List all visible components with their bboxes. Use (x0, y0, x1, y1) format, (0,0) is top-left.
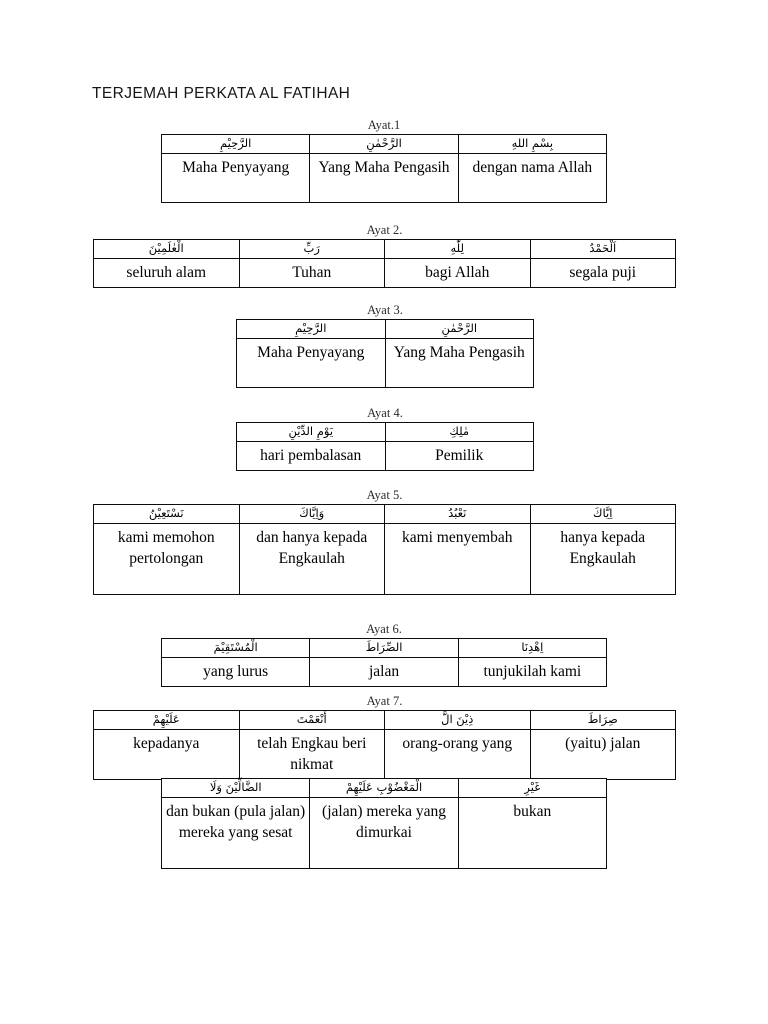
ayat-label-3: Ayat 3. (367, 303, 403, 317)
table-row: Maha Penyayang Yang Maha Pengasih (236, 338, 534, 388)
arabic-cell: بِسْمِ اللهِ (457, 134, 608, 154)
ayat-table-1: الرَّحِيْمِ الرَّحْمٰنِ بِسْمِ اللهِ Mah… (160, 134, 608, 203)
table-row: kami memohon pertolongan dan hanya kepad… (93, 523, 676, 595)
arabic-cell: غَيْرِ (457, 778, 608, 798)
translation-cell: dan bukan (pula jalan) mereka yang sesat (160, 797, 311, 869)
ayat-table-7a: عَلَيْهِمْ أَنْعَمْتَ ذِيْنَ الَّ صِرَاط… (93, 710, 676, 780)
arabic-cell: رَبِّ (238, 239, 385, 259)
arabic-cell: الرَّحِيْمِ (160, 134, 311, 154)
table-row: الرَّحِيْمِ الرَّحْمٰنِ (236, 319, 534, 339)
arabic-cell: اِيَّاكَ (529, 504, 676, 524)
table-row: kepadanya telah Engkau beri nikmat orang… (93, 729, 676, 780)
arabic-cell: اَلْحَمْدُ (529, 239, 676, 259)
arabic-cell: نَسْتَعِيْنُ (93, 504, 240, 524)
arabic-cell: مٰلِكِ (384, 422, 534, 442)
ayat-block-7-continued: الضَّالِّيْنَ وَلَا الْمَغْضُوْبِ عَلَيْ… (160, 778, 608, 869)
arabic-cell: الْعٰلَمِيْنَ (93, 239, 240, 259)
arabic-cell: الرَّحِيْمِ (236, 319, 386, 339)
translation-cell: orang-orang yang (384, 729, 531, 780)
translation-cell: Pemilik (384, 441, 534, 471)
translation-cell: dengan nama Allah (457, 153, 608, 203)
ayat-block-1: Ayat.1 الرَّحِيْمِ الرَّحْمٰنِ بِسْمِ ال… (160, 118, 608, 203)
ayat-label-6: Ayat 6. (366, 622, 402, 636)
arabic-cell: الْمَغْضُوْبِ عَلَيْهِمْ (309, 778, 459, 798)
translation-cell: hari pembalasan (236, 441, 386, 471)
arabic-cell: ذِيْنَ الَّ (384, 710, 531, 730)
translation-cell: segala puji (529, 258, 676, 288)
table-row: dan bukan (pula jalan) mereka yang sesat… (160, 797, 608, 869)
arabic-cell: وَاِيَّاكَ (238, 504, 385, 524)
translation-cell: Yang Maha Pengasih (309, 153, 459, 203)
translation-cell: Tuhan (238, 258, 385, 288)
arabic-cell: لِلّٰهِ (384, 239, 531, 259)
translation-cell: Yang Maha Pengasih (384, 338, 534, 388)
translation-cell: bukan (457, 797, 608, 869)
translation-cell: kepadanya (93, 729, 240, 780)
table-row: hari pembalasan Pemilik (236, 441, 534, 471)
translation-cell: seluruh alam (93, 258, 240, 288)
ayat-block-2: Ayat 2. الْعٰلَمِيْنَ رَبِّ لِلّٰهِ اَلْ… (93, 223, 676, 288)
ayat-block-4: Ayat 4. يَوْمِ الدِّيْنِ مٰلِكِ hari pem… (236, 406, 534, 471)
arabic-cell: الرَّحْمٰنِ (309, 134, 459, 154)
ayat-block-3: Ayat 3. الرَّحِيْمِ الرَّحْمٰنِ Maha Pen… (236, 303, 534, 388)
translation-cell: yang lurus (160, 657, 311, 687)
ayat-table-3: الرَّحِيْمِ الرَّحْمٰنِ Maha Penyayang Y… (236, 319, 534, 388)
translation-cell: kami memohon pertolongan (93, 523, 240, 595)
ayat-block-5: Ayat 5. نَسْتَعِيْنُ وَاِيَّاكَ نَعْبُدُ… (93, 488, 676, 595)
arabic-cell: الْمُسْتَقِيْمَ (160, 638, 311, 658)
translation-cell: (jalan) mereka yang dimurkai (309, 797, 459, 869)
table-row: الْمُسْتَقِيْمَ الصِّرَاطَ اِهْدِنَا (160, 638, 608, 658)
ayat-table-2: الْعٰلَمِيْنَ رَبِّ لِلّٰهِ اَلْحَمْدُ s… (93, 239, 676, 288)
table-row: الْعٰلَمِيْنَ رَبِّ لِلّٰهِ اَلْحَمْدُ (93, 239, 676, 259)
arabic-cell: عَلَيْهِمْ (93, 710, 240, 730)
translation-cell: kami menyembah (384, 523, 531, 595)
table-row: الضَّالِّيْنَ وَلَا الْمَغْضُوْبِ عَلَيْ… (160, 778, 608, 798)
translation-cell: Maha Penyayang (236, 338, 386, 388)
ayat-table-6: الْمُسْتَقِيْمَ الصِّرَاطَ اِهْدِنَا yan… (160, 638, 608, 687)
table-row: seluruh alam Tuhan bagi Allah segala puj… (93, 258, 676, 288)
page-title: TERJEMAH PERKATA AL FATIHAH (92, 85, 351, 102)
table-row: نَسْتَعِيْنُ وَاِيَّاكَ نَعْبُدُ اِيَّاك… (93, 504, 676, 524)
ayat-block-7: Ayat 7. عَلَيْهِمْ أَنْعَمْتَ ذِيْنَ الَ… (93, 694, 676, 780)
ayat-table-4: يَوْمِ الدِّيْنِ مٰلِكِ hari pembalasan … (236, 422, 534, 471)
table-row: yang lurus jalan tunjukilah kami (160, 657, 608, 687)
ayat-table-7b: الضَّالِّيْنَ وَلَا الْمَغْضُوْبِ عَلَيْ… (160, 778, 608, 869)
ayat-table-5: نَسْتَعِيْنُ وَاِيَّاكَ نَعْبُدُ اِيَّاك… (93, 504, 676, 595)
arabic-cell: الرَّحْمٰنِ (384, 319, 534, 339)
arabic-cell: صِرَاطَ (529, 710, 676, 730)
translation-cell: (yaitu) jalan (529, 729, 676, 780)
ayat-label-2: Ayat 2. (366, 223, 403, 237)
arabic-cell: الضَّالِّيْنَ وَلَا (160, 778, 311, 798)
ayat-label-1: Ayat.1 (367, 118, 401, 132)
arabic-cell: اِهْدِنَا (457, 638, 608, 658)
ayat-label-5: Ayat 5. (366, 488, 403, 502)
arabic-cell: يَوْمِ الدِّيْنِ (236, 422, 386, 442)
arabic-cell: الصِّرَاطَ (309, 638, 459, 658)
table-row: يَوْمِ الدِّيْنِ مٰلِكِ (236, 422, 534, 442)
table-row: عَلَيْهِمْ أَنْعَمْتَ ذِيْنَ الَّ صِرَاط… (93, 710, 676, 730)
translation-cell: telah Engkau beri nikmat (238, 729, 385, 780)
ayat-block-6: Ayat 6. الْمُسْتَقِيْمَ الصِّرَاطَ اِهْد… (160, 622, 608, 687)
arabic-cell: نَعْبُدُ (384, 504, 531, 524)
table-row: الرَّحِيْمِ الرَّحْمٰنِ بِسْمِ اللهِ (160, 134, 608, 154)
translation-cell: tunjukilah kami (457, 657, 608, 687)
table-row: Maha Penyayang Yang Maha Pengasih dengan… (160, 153, 608, 203)
translation-cell: hanya kepada Engkaulah (529, 523, 676, 595)
translation-cell: bagi Allah (384, 258, 531, 288)
translation-cell: jalan (309, 657, 459, 687)
ayat-label-4: Ayat 4. (367, 406, 403, 420)
ayat-label-7: Ayat 7. (366, 694, 403, 708)
translation-cell: Maha Penyayang (160, 153, 311, 203)
translation-cell: dan hanya kepada Engkaulah (238, 523, 385, 595)
arabic-cell: أَنْعَمْتَ (238, 710, 385, 730)
